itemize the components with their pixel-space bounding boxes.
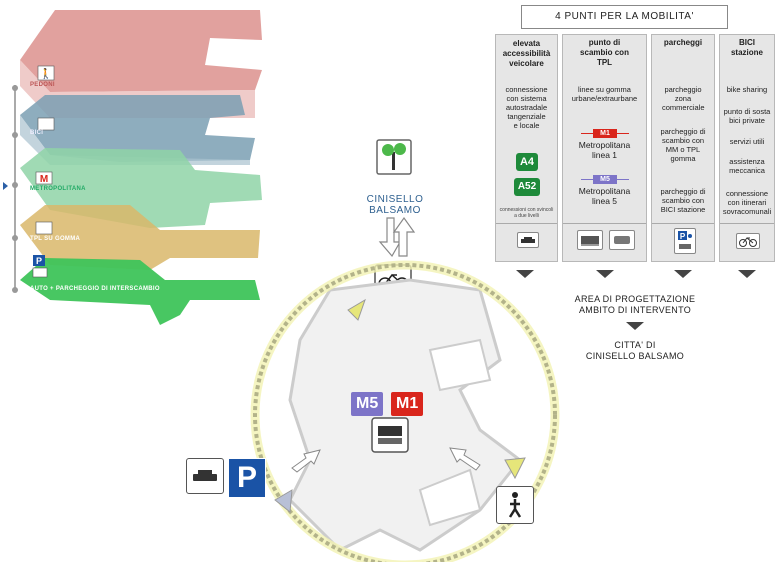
layer-stack-graphic: 🚶 M P — [12, 10, 262, 325]
column-text-line: tangenziale — [507, 112, 546, 121]
pedestrian-box — [496, 486, 534, 524]
column-head: punto di scambio con TPL — [580, 38, 629, 67]
down-arrow-icon — [674, 270, 692, 278]
layer-tpl — [20, 205, 260, 270]
pedestrian-icon — [508, 492, 522, 518]
column-item: assistenza meccanica — [729, 157, 765, 175]
table-title: 4 PUNTI PER LA MOBILITA' — [521, 5, 728, 29]
bus-icon — [609, 230, 635, 250]
central-diagram: CINISELLO BALSAMO M5 M1 — [180, 130, 560, 567]
highway-badge-a4: A4 — [516, 153, 538, 171]
m5-label: M5 — [351, 392, 384, 416]
town-name-line-2: BALSAMO — [369, 205, 421, 216]
layer-label-auto: AUTO + PARCHEGGIO DI INTERSCAMBIO — [30, 286, 160, 292]
down-arrow-icon — [738, 270, 756, 278]
bicycle-icon — [736, 233, 760, 249]
layer-label-metropolitana: METROPOLITANA — [30, 186, 86, 192]
down-arrow-icon — [516, 270, 534, 278]
layer-stack: 🚶 M P PEDONI BICI METROPOLITANA TPL SU G… — [0, 0, 300, 330]
m1-logo: M1 — [593, 129, 617, 138]
column-head: parcheggi — [663, 38, 703, 47]
column-item: parcheggio di scambio con BICI stazione — [660, 187, 706, 214]
car-icon — [193, 470, 217, 481]
svg-text:🚶: 🚶 — [40, 67, 52, 80]
column-bici: BICI stazione bike sharing punto di sost… — [719, 34, 775, 262]
layer-auto — [20, 258, 260, 325]
column-accessibilita: elevata accessibilità veicolare connessi… — [495, 34, 558, 262]
parking-icon: P — [674, 228, 696, 254]
car-icon — [517, 232, 539, 248]
layer-label-bici: BICI — [30, 130, 44, 136]
car-box — [186, 458, 224, 494]
m1-label: M1 — [391, 392, 424, 416]
metro-logo-m1: M1 — [391, 392, 424, 416]
layer-label-tpl: TPL SU GOMMA — [30, 236, 81, 242]
column-text-line: connessione — [505, 85, 548, 94]
column-text-line: linee su gomma — [578, 85, 631, 94]
town-name-line-1: CINISELLO — [366, 194, 424, 205]
left-pointer-icon — [3, 182, 8, 190]
area-line-1: AREA DI PROGETTAZIONE — [574, 294, 696, 304]
layer-label-pedoni: PEDONI — [30, 82, 55, 88]
column-item: parcheggio zona commerciale — [662, 85, 705, 112]
down-arrow-icon — [596, 270, 614, 278]
highway-badge-a52: A52 — [514, 178, 540, 196]
column-note: connessioni con svincoli a due livelli — [499, 207, 554, 219]
column-parcheggi: parcheggi parcheggio zona commerciale pa… — [651, 34, 715, 262]
column-item: servizi utili — [729, 137, 765, 146]
down-arrow-icon — [626, 322, 644, 330]
tram-icon — [577, 230, 603, 250]
svg-text:P: P — [36, 256, 42, 266]
city-line-2: CINISELLO BALSAMO — [585, 351, 685, 361]
column-text-line: urbane/extraurbane — [571, 94, 638, 103]
column-text-line: con sistema — [506, 94, 547, 103]
column-text-line: autostradale — [505, 103, 548, 112]
metro-line: linea 5 — [591, 196, 618, 206]
column-item: parcheggio di scambio con MM o TPL gomma — [660, 127, 706, 163]
metro-name: Metropolitana — [578, 140, 631, 150]
column-tpl: punto di scambio con TPL linee su gomma … — [562, 34, 647, 262]
area-line-2: AMBITO DI INTERVENTO — [578, 305, 692, 315]
column-item: punto di sosta bici private — [723, 107, 771, 125]
svg-text:M: M — [40, 174, 48, 185]
metro-name: Metropolitana — [578, 186, 631, 196]
column-item: connessione con itinerari sovracomunali — [722, 189, 772, 216]
m5-logo: M5 — [593, 175, 617, 184]
column-head: elevata accessibilità veicolare — [502, 39, 551, 68]
svg-text:P: P — [680, 232, 686, 241]
metro-line: linea 1 — [591, 150, 618, 160]
layer-bici — [20, 95, 255, 165]
column-text-line: e locale — [513, 121, 540, 130]
column-item: bike sharing — [726, 85, 768, 94]
city-line-1: CITTA' DI — [614, 340, 656, 350]
column-head: BICI stazione — [730, 38, 763, 57]
metro-logo-m5: M5 — [351, 392, 384, 416]
parking-sign: P — [228, 458, 266, 498]
